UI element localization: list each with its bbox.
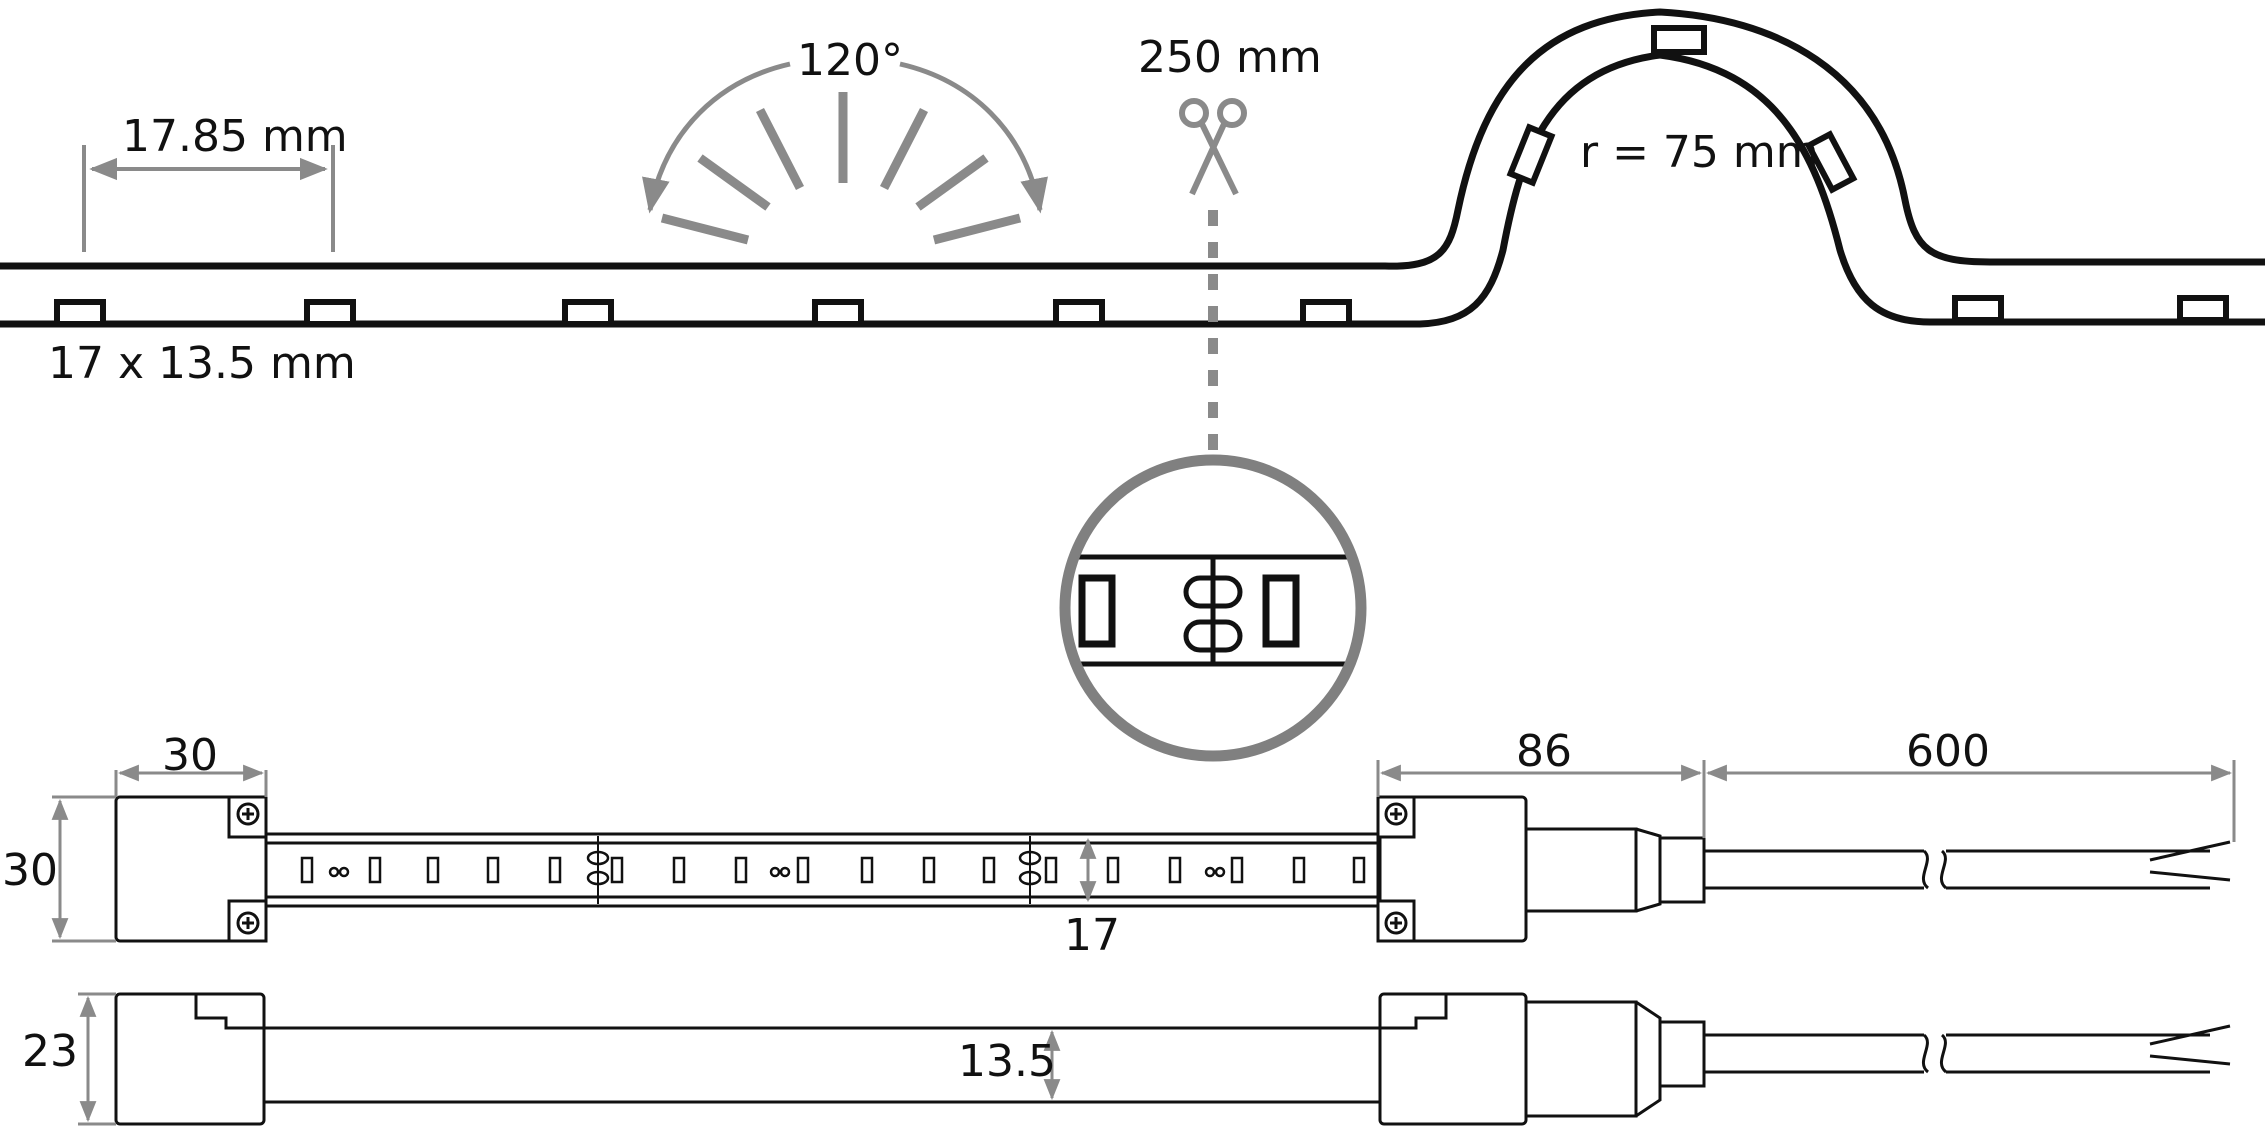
cut-point-magnifier xyxy=(1059,454,1367,762)
screw-icon xyxy=(1384,802,1408,826)
cable-connector-side xyxy=(1658,1020,1706,1088)
end-cap-left-side xyxy=(114,992,266,1126)
beam-angle-fan xyxy=(660,92,1022,245)
end-cap-height-label: 30 xyxy=(2,845,58,896)
beam-angle-arc-right xyxy=(899,61,1048,214)
led-chip xyxy=(2177,295,2229,323)
feed-cap-length-label: 86 xyxy=(1516,726,1572,777)
led-chip xyxy=(1300,299,1352,327)
led-chip xyxy=(562,299,614,327)
beam-angle-label: 120° xyxy=(797,35,903,86)
cable-connector-top xyxy=(1658,836,1706,904)
cable-length-label: 600 xyxy=(1906,726,1990,777)
strip-body-top xyxy=(264,832,1382,908)
strip-height-label: 13.5 xyxy=(958,1036,1056,1087)
beam-angle-arc-left xyxy=(642,61,791,214)
side-view xyxy=(114,992,2231,1126)
cross-section-label: 17 x 13.5 mm xyxy=(48,338,356,389)
end-cap-side-height-label: 23 xyxy=(22,1026,78,1077)
led-chip xyxy=(304,299,356,327)
cable-gland-top xyxy=(1524,827,1638,913)
led-pitch-dimension xyxy=(82,145,335,252)
strip-profile xyxy=(0,8,2265,328)
led-chips xyxy=(54,25,2229,327)
screw-icon xyxy=(236,911,260,935)
top-view xyxy=(114,795,2231,943)
screw-icon xyxy=(236,802,260,826)
strip-upper-line xyxy=(0,8,2265,270)
led-chip xyxy=(1053,299,1105,327)
led-chip xyxy=(54,299,106,327)
scissors-icon xyxy=(1179,98,1247,196)
strip-components xyxy=(300,850,1366,886)
strip-width-label: 17 xyxy=(1064,910,1120,961)
side-view-dimensions xyxy=(78,992,1061,1126)
led-chip xyxy=(1651,25,1707,55)
led-chip xyxy=(1506,123,1556,187)
led-chip xyxy=(1804,130,1858,194)
bend-radius-label: r = 75 mm xyxy=(1580,127,1819,178)
end-cap-right-side xyxy=(1378,992,1528,1126)
screw-icon xyxy=(1384,911,1408,935)
top-view-dimensions xyxy=(51,760,2236,943)
end-cap-length-label: 30 xyxy=(162,730,218,781)
led-chip xyxy=(812,299,864,327)
strip-body-side xyxy=(262,1026,1382,1104)
magnifier-ring xyxy=(1059,454,1367,762)
cut-interval-label: 250 mm xyxy=(1138,32,1322,83)
led-chip xyxy=(1952,295,2004,323)
led-pitch-label: 17.85 mm xyxy=(122,111,348,162)
cable-gland-side xyxy=(1524,1000,1638,1118)
strip-lower-line xyxy=(0,51,2265,328)
